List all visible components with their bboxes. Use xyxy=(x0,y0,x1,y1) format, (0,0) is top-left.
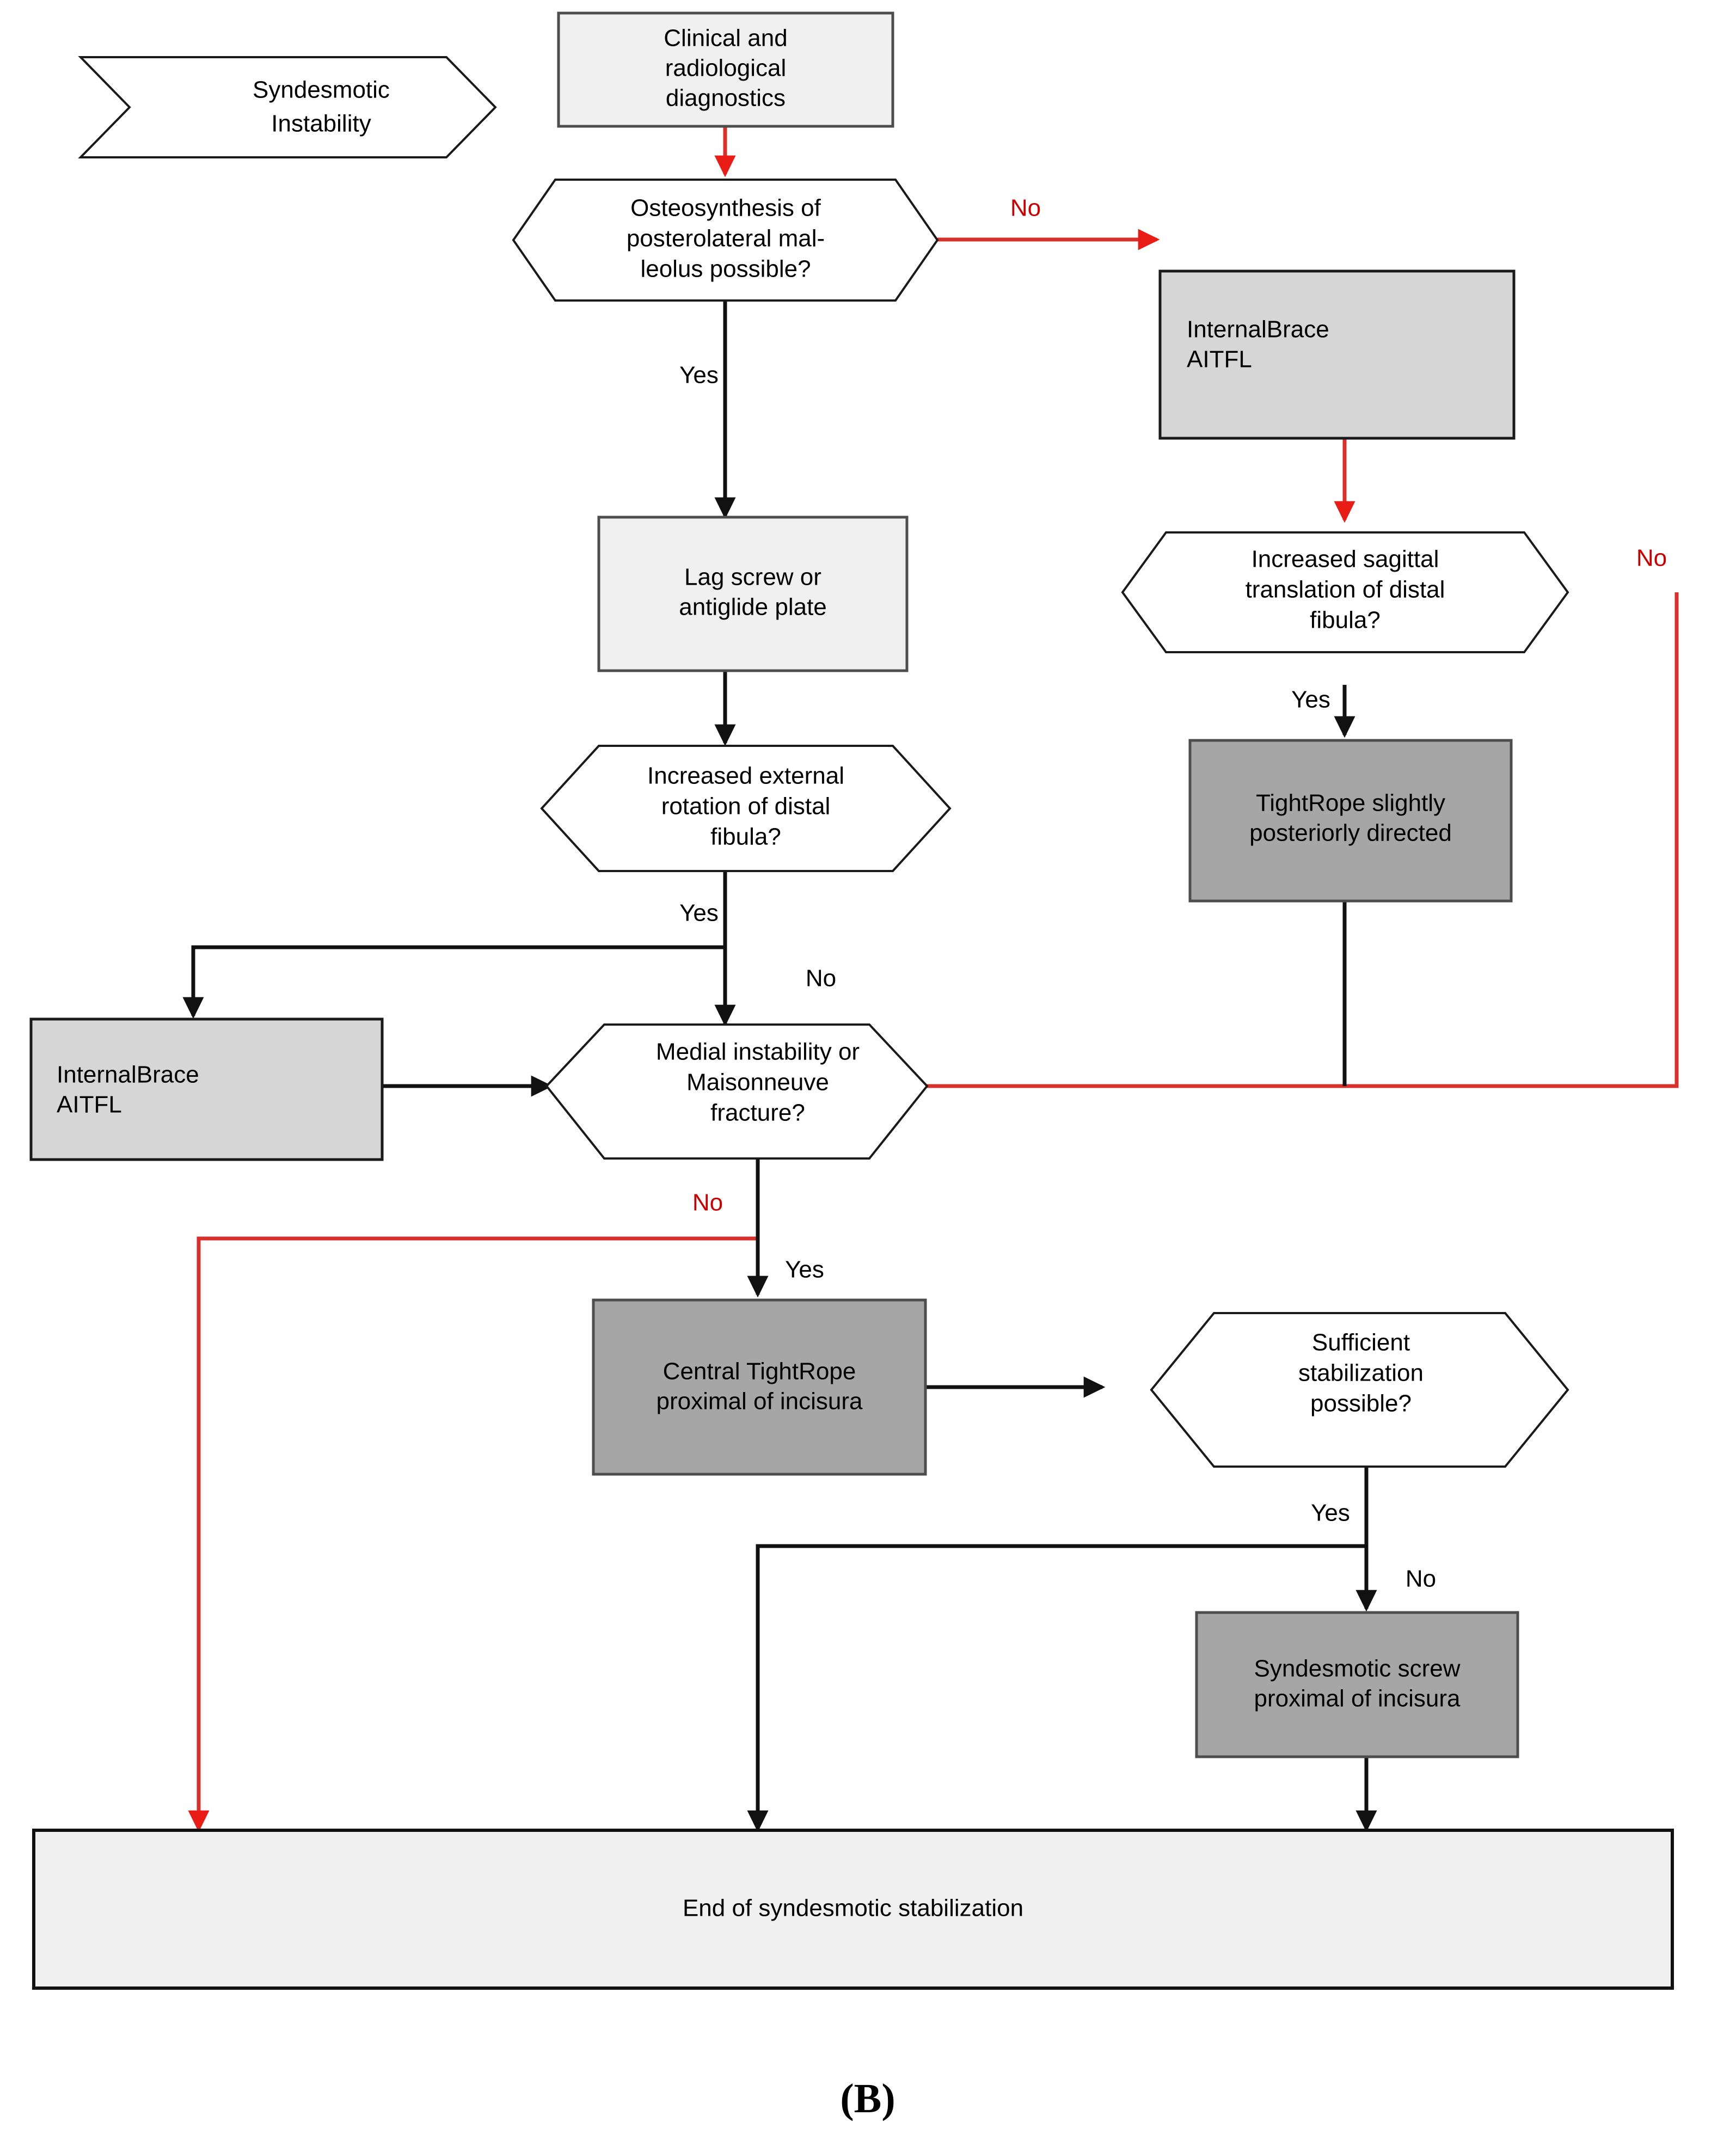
panel-label: (B) xyxy=(840,2076,895,2122)
edge-label-medial-yes: Yes xyxy=(785,1256,824,1283)
node-end-terminator-shape[interactable] xyxy=(32,1829,1674,1990)
node-sufficient-decision[interactable]: Sufficient stabilization possible? xyxy=(1150,1312,1569,1468)
banner-line-1: Syndesmotic xyxy=(253,77,390,103)
node-lagscrew-line-2: antiglide plate xyxy=(679,594,827,621)
edge-label-extrotation-no: No xyxy=(806,965,836,992)
node-internalbrace-left-line-1: InternalBrace xyxy=(57,1062,199,1088)
node-lagscrew-line-1: Lag screw or xyxy=(684,564,821,591)
node-sagittal-shape[interactable] xyxy=(1121,531,1569,653)
node-sagittal-line-3: fibula? xyxy=(1310,607,1381,634)
node-extrotation-line-2: rotation of distal xyxy=(661,793,831,820)
node-sufficient-line-1: Sufficient xyxy=(1312,1329,1410,1356)
node-central-tightrope-shape[interactable] xyxy=(592,1298,927,1476)
node-sagittal-decision[interactable]: Increased sagittal translation of distal… xyxy=(1121,531,1569,653)
node-extrotation-line-3: fibula? xyxy=(710,824,781,850)
edge-label-osteosynthesis-yes: Yes xyxy=(679,362,719,389)
node-medial-shape[interactable] xyxy=(545,1023,929,1160)
node-syndesmotic-screw-line-2: proximal of incisura xyxy=(1254,1685,1461,1712)
node-central-tightrope[interactable]: Central TightRope proximal of incisura xyxy=(592,1298,927,1476)
node-diagnostics-line-3: diagnostics xyxy=(666,85,786,112)
node-end-terminator[interactable]: End of syndesmotic stabilization xyxy=(32,1829,1674,1990)
node-internalbrace-right[interactable]: InternalBrace AITFL xyxy=(1158,269,1516,440)
node-tightrope-posterior[interactable]: TightRope slightly posteriorly directed xyxy=(1188,739,1513,903)
node-medial-line-2: Maisonneuve xyxy=(686,1069,829,1096)
node-syndesmotic-screw[interactable]: Syndesmotic screw proximal of incisura xyxy=(1195,1611,1519,1758)
node-internalbrace-right-shape[interactable] xyxy=(1158,269,1516,440)
node-internalbrace-right-line-2: AITFL xyxy=(1187,346,1252,373)
edge-label-sagittal-no: No xyxy=(1636,545,1667,572)
edge-label-sufficient-no: No xyxy=(1406,1566,1436,1592)
node-end-terminator-label: End of syndesmotic stabilization xyxy=(683,1895,1023,1922)
node-diagnostics-shape[interactable] xyxy=(557,11,894,128)
node-osteosynthesis-decision[interactable]: Osteosynthesis of posterolateral mal- le… xyxy=(512,179,939,302)
node-medial-line-3: fracture? xyxy=(710,1100,805,1126)
node-syndesmotic-screw-shape[interactable] xyxy=(1195,1611,1519,1758)
node-extrotation-decision[interactable]: Increased external rotation of distal fi… xyxy=(540,745,952,872)
node-medial-line-1: Medial instability or xyxy=(656,1039,860,1065)
banner-line-2: Instability xyxy=(271,111,371,137)
node-diagnostics-line-1: Clinical and xyxy=(664,25,787,52)
node-internalbrace-right-line-1: InternalBrace xyxy=(1187,316,1329,343)
node-lagscrew[interactable]: Lag screw or antiglide plate xyxy=(597,516,909,672)
node-sagittal-line-2: translation of distal xyxy=(1246,577,1445,603)
edge-labels-layer: No Yes No Yes Yes No No Yes Yes No xyxy=(679,195,1667,1592)
edge-label-sufficient-yes: Yes xyxy=(1311,1500,1350,1526)
node-sufficient-line-2: stabilization xyxy=(1298,1360,1424,1387)
banner-chevron-shape xyxy=(78,56,497,158)
node-osteosynthesis-line-3: leolus possible? xyxy=(640,256,811,283)
edge-label-sagittal-yes: Yes xyxy=(1291,686,1330,713)
node-internalbrace-left-shape[interactable] xyxy=(29,1017,384,1161)
edge-medial-no-to-end xyxy=(188,1160,760,1832)
node-extrotation-line-1: Increased external xyxy=(647,763,844,789)
node-medial-decision[interactable]: Medial instability or Maisonneuve fractu… xyxy=(545,1023,929,1160)
node-sagittal-line-1: Increased sagittal xyxy=(1252,546,1439,573)
edge-label-extrotation-yes: Yes xyxy=(679,900,719,927)
node-sufficient-line-3: possible? xyxy=(1310,1390,1412,1417)
edge-extrotation-yes-to-internalbrace-left xyxy=(182,871,727,1019)
node-tightrope-posterior-line-2: posteriorly directed xyxy=(1249,820,1452,847)
node-central-tightrope-line-1: Central TightRope xyxy=(663,1358,856,1385)
edge-label-osteosynthesis-no: No xyxy=(1010,195,1041,222)
node-sufficient-shape[interactable] xyxy=(1150,1312,1569,1468)
node-syndesmotic-screw-line-1: Syndesmotic screw xyxy=(1254,1656,1460,1682)
node-osteosynthesis-shape[interactable] xyxy=(512,179,939,302)
node-diagnostics[interactable]: Clinical and radiological diagnostics xyxy=(557,11,894,128)
node-tightrope-posterior-line-1: TightRope slightly xyxy=(1256,790,1445,817)
node-central-tightrope-line-2: proximal of incisura xyxy=(656,1388,863,1415)
edges-layer xyxy=(182,126,1679,1832)
node-osteosynthesis-line-2: posterolateral mal- xyxy=(627,225,825,252)
node-internalbrace-left[interactable]: InternalBrace AITFL xyxy=(29,1017,384,1161)
edge-sagittal-no-to-medial xyxy=(895,592,1679,1097)
node-lagscrew-shape[interactable] xyxy=(597,516,909,672)
node-internalbrace-left-line-2: AITFL xyxy=(57,1092,122,1118)
node-osteosynthesis-line-1: Osteosynthesis of xyxy=(630,195,821,222)
node-diagnostics-line-2: radiological xyxy=(665,55,787,82)
edge-label-medial-no: No xyxy=(692,1190,723,1216)
node-tightrope-posterior-shape[interactable] xyxy=(1188,739,1513,903)
banner-syndesmotic-instability: Syndesmotic Instability xyxy=(78,56,497,158)
node-extrotation-shape[interactable] xyxy=(540,745,952,872)
